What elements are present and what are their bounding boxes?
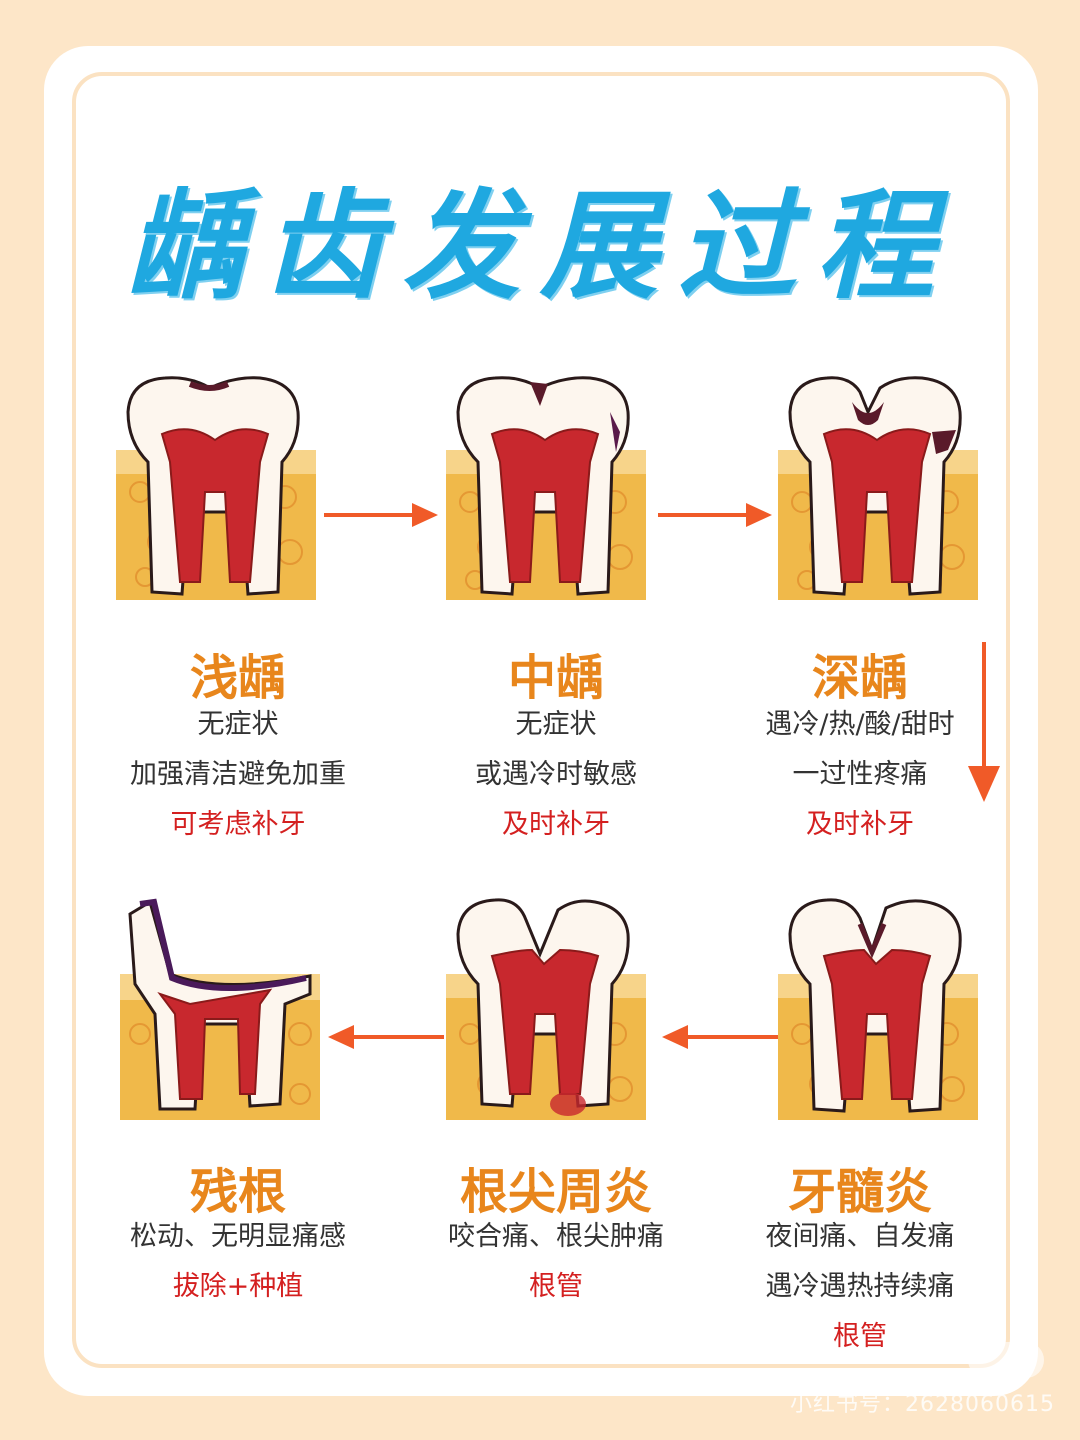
stage-name-pulpitis: 牙髓炎 <box>787 1164 932 1220</box>
treatment-periapical: 根管 <box>529 1271 583 1302</box>
watermark-text: 小红书号：2628060615 <box>790 1392 1055 1417</box>
tooth-deep-caries-image <box>778 376 978 600</box>
watermark-logo <box>968 1342 1044 1378</box>
tooth-periapical-periodontitis-image <box>446 898 646 1120</box>
arrow-right-2 <box>658 503 772 527</box>
stage-desc-deep: 遇冷/热/酸/甜时 一过性疼痛 及时补牙 <box>690 700 1030 850</box>
stage-name-shallow: 浅龋 <box>189 650 286 706</box>
treatment-medium: 及时补牙 <box>502 809 610 840</box>
tooth-pulpitis-image <box>778 898 978 1120</box>
tooth-shallow-caries-image <box>116 376 316 600</box>
treatment-shallow: 可考虑补牙 <box>170 809 306 840</box>
stage-desc-pulpitis: 夜间痛、自发痛 遇冷遇热持续痛 根管 <box>690 1212 1030 1362</box>
tooth-medium-caries-image <box>446 376 646 600</box>
treatment-deep: 及时补牙 <box>806 809 914 840</box>
stage-name-periapical: 根尖周炎 <box>459 1164 652 1220</box>
arrow-left-2 <box>328 1025 444 1049</box>
stage-desc-shallow: 无症状 加强清洁避免加重 可考虑补牙 <box>68 700 408 850</box>
arrow-down <box>968 642 1000 802</box>
stage-desc-periapical: 咬合痛、根尖肿痛 根管 <box>386 1212 726 1312</box>
tooth-residual-root-image <box>120 898 320 1120</box>
treatment-pulpitis: 根管 <box>833 1321 887 1352</box>
stage-name-deep: 深龋 <box>811 650 908 706</box>
arrow-left-1 <box>662 1025 778 1049</box>
arrow-right-1 <box>324 503 438 527</box>
card-border <box>72 72 1010 1368</box>
stage-name-medium: 中龋 <box>507 650 604 706</box>
treatment-residual-root: 拔除+种植 <box>172 1271 304 1302</box>
page-title: 龋齿发展过程 <box>125 176 954 315</box>
stage-name-residual-root: 残根 <box>189 1164 286 1220</box>
stage-desc-residual-root: 松动、无明显痛感 拔除+种植 <box>68 1212 408 1312</box>
stage-desc-medium: 无症状 或遇冷时敏感 及时补牙 <box>386 700 726 850</box>
